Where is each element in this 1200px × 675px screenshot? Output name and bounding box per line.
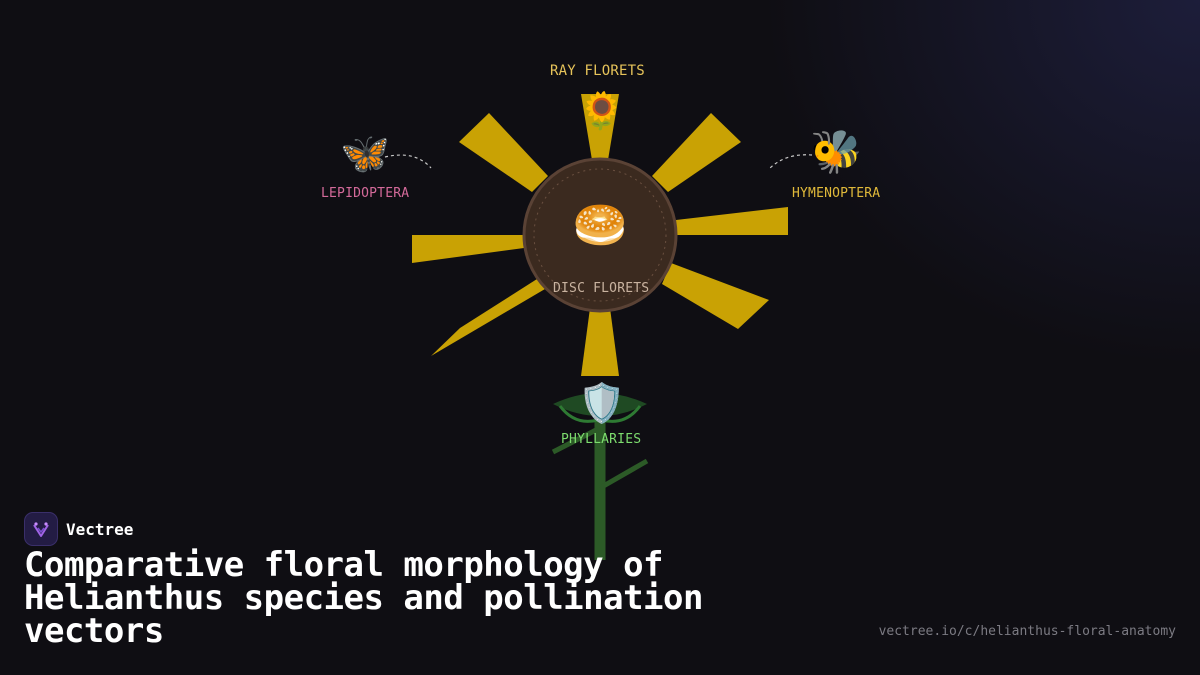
disc-inner-ring [533, 168, 667, 302]
petal-bottom-right [662, 263, 769, 329]
label-phyllaries: PHYLLARIES [561, 432, 642, 447]
petal-top [581, 94, 619, 160]
page-title: Comparative floral morphology of Heliant… [24, 545, 703, 651]
bagel-icon: 🥯 [572, 200, 628, 251]
label-ray-florets: RAY FLORETS [550, 63, 645, 79]
brand-name: Vectree [66, 519, 134, 539]
ray-petals [412, 94, 788, 376]
stem-branch-left [551, 425, 602, 455]
phyllaries-bract [553, 393, 647, 416]
source-url[interactable]: vectree.io/c/helianthus-floral-anatomy [878, 624, 1176, 639]
bee-icon: 🐝 [810, 127, 863, 176]
shield-icon: 🛡️ [578, 381, 626, 425]
phyllaries-arc-right [601, 405, 642, 423]
label-disc-florets: DISC FLORETS [553, 281, 650, 296]
label-hymenoptera: HYMENOPTERA [792, 186, 881, 201]
label-lepidoptera: LEPIDOPTERA [321, 186, 410, 201]
lepidoptera-path [384, 154, 432, 169]
vectree-logo-icon [24, 512, 58, 546]
stem-branch-right [598, 458, 649, 491]
petal-bottom-left [431, 279, 545, 356]
petal-left [412, 235, 524, 263]
petal-top-left [459, 113, 548, 192]
hymenoptera-path [768, 154, 813, 170]
disc [522, 157, 678, 313]
brand: Vectree [24, 512, 133, 546]
petal-top-right [652, 113, 741, 192]
phyllaries-arc-left [558, 405, 599, 423]
sunflower-icon: 🌻 [579, 91, 624, 132]
petal-right [676, 207, 788, 235]
petal-bottom [581, 308, 619, 376]
butterfly-icon: 🦋 [340, 131, 390, 177]
